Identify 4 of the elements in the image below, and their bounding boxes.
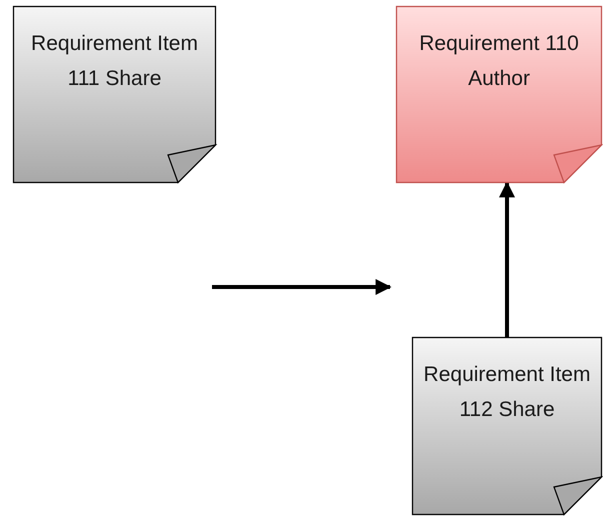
node-label: Requirement 110 Author: [418, 31, 580, 92]
node-label: Requirement Item 111 Share: [30, 31, 199, 92]
node-label: Requirement Item 112 Share: [422, 362, 592, 423]
arrow: [499, 181, 515, 337]
